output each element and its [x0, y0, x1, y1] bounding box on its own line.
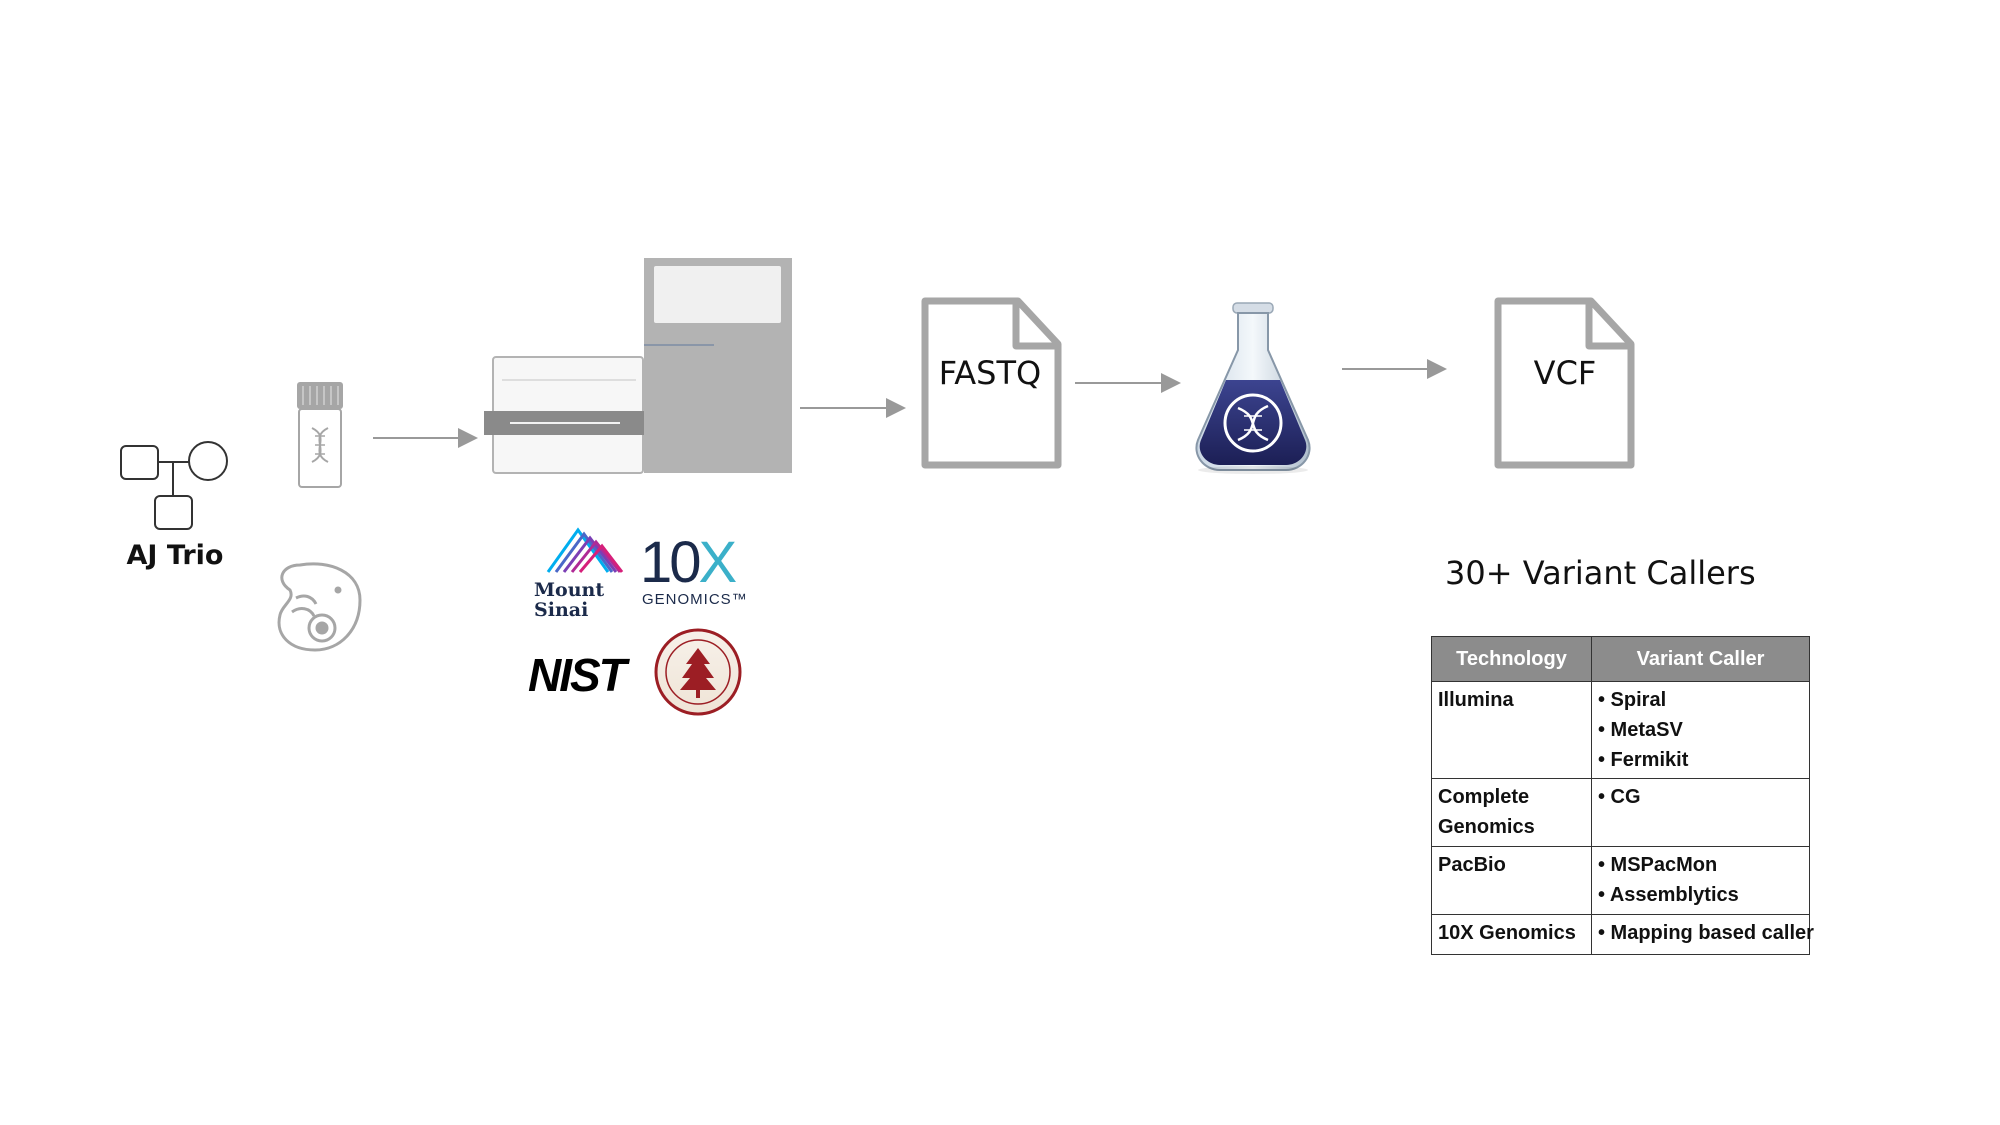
- pedigree-label: AJ Trio: [126, 540, 224, 571]
- caller-item: • MetaSV: [1598, 719, 1683, 741]
- technology-cell: 10X Genomics: [1431, 914, 1592, 955]
- technology-cell: Complete Genomics: [1431, 778, 1592, 847]
- tenx-x: X: [698, 530, 738, 595]
- nist-wordmark: NIST: [528, 649, 627, 701]
- caller-item: • CG: [1598, 786, 1641, 808]
- table-header-row: Technology Variant Caller: [1431, 636, 1810, 682]
- tenx-genomics-subtitle: GENOMICS™: [642, 591, 748, 608]
- pedigree-icon: [120, 441, 228, 530]
- stanford-seal-logo: [654, 628, 742, 716]
- caller-item: • Fermikit: [1598, 749, 1689, 771]
- table-row: 10X Genomics • Mapping based caller: [1431, 914, 1814, 955]
- caller-item: • Spiral: [1598, 689, 1667, 711]
- caller-item: • Mapping based caller: [1598, 922, 1814, 944]
- mount-sinai-wordmark: Mount Sinai: [534, 579, 605, 621]
- technology-cell: PacBio: [1431, 846, 1592, 915]
- caller-cell: • MSPacMon • Assemblytics: [1591, 846, 1810, 915]
- fastq-document-icon: [921, 297, 1062, 469]
- cell-icon: [277, 562, 362, 652]
- caller-item: • Assemblytics: [1598, 884, 1739, 906]
- flask-dna-icon: [1195, 302, 1311, 474]
- mount-sinai-logo: [546, 527, 624, 573]
- sequencer-icon: [484, 258, 792, 474]
- fastq-label: FASTQ: [938, 354, 1042, 392]
- header-variant-caller: Variant Caller: [1591, 636, 1810, 682]
- tenx-number: 10: [640, 530, 701, 595]
- caller-cell: • Mapping based caller: [1591, 914, 1814, 955]
- vcf-label: VCF: [1533, 354, 1597, 392]
- variant-caller-table: Technology Variant Caller Illumina • Spi…: [1431, 636, 1814, 955]
- tenx-genomics-wordmark: 10X: [640, 534, 737, 592]
- caller-cell: • Spiral • MetaSV • Fermikit: [1591, 681, 1810, 779]
- caller-item: • MSPacMon: [1598, 854, 1718, 876]
- header-technology: Technology: [1431, 636, 1592, 682]
- vcf-document-icon: [1494, 297, 1635, 469]
- caller-cell: • CG: [1591, 778, 1810, 847]
- technology-cell: Illumina: [1431, 681, 1592, 779]
- sample-tube-icon: [297, 382, 343, 488]
- table-row: Complete Genomics • CG: [1431, 778, 1810, 847]
- variant-callers-title: 30+ Variant Callers: [1445, 554, 1756, 592]
- table-row: Illumina • Spiral • MetaSV • Fermikit: [1431, 681, 1810, 779]
- table-row: PacBio • MSPacMon • Assemblytics: [1431, 846, 1810, 915]
